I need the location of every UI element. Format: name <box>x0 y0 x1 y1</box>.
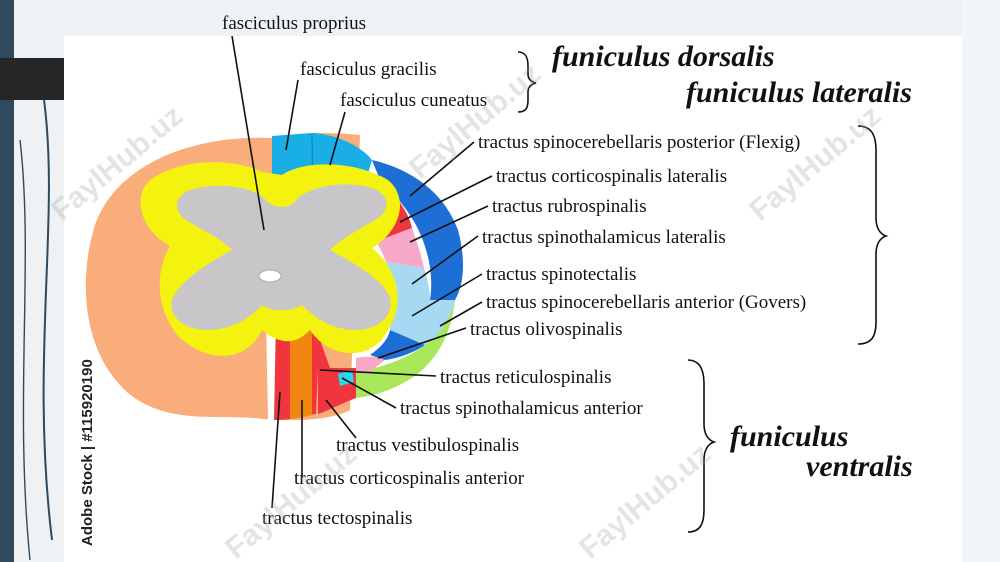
label-reticulospinalis: tractus reticulospinalis <box>440 367 611 388</box>
label-vestibulospinalis: tractus vestibulospinalis <box>336 435 519 456</box>
label-spinothalamicus-anterior: tractus spinothalamicus anterior <box>400 398 643 419</box>
olivospinalis-region <box>356 356 385 372</box>
label-rubrospinalis: tractus rubrospinalis <box>492 196 647 217</box>
anterior-median-fissure <box>266 318 276 420</box>
label-spinocerebellaris-anterior: tractus spinocerebellaris anterior (Gove… <box>486 292 806 313</box>
stock-watermark: Adobe Stock | #115920190 <box>79 359 96 546</box>
decor-line-2 <box>19 139 31 561</box>
brace-dorsalis <box>517 51 537 113</box>
leader-tectospinalis <box>271 391 281 509</box>
leader-fasciculus-proprius <box>231 35 265 231</box>
slide-dark-block <box>0 58 64 100</box>
brace-lateralis <box>857 125 889 345</box>
leader-rubrospinalis <box>409 205 489 243</box>
label-spinothalamicus-lateralis: tractus spinothalamicus lateralis <box>482 227 726 248</box>
central-canal <box>258 269 282 283</box>
label-corticospinalis-lateralis: tractus corticospinalis lateralis <box>496 166 727 187</box>
label-fasciculus-cuneatus: fasciculus cuneatus <box>340 90 487 111</box>
label-fasciculus-proprius: fasciculus proprius <box>222 13 366 34</box>
decor-line-1 <box>42 99 53 541</box>
leader-spinothalamicus-anterior <box>341 377 397 409</box>
leader-vestibulospinalis <box>325 399 357 439</box>
slide-right-band <box>962 0 1000 562</box>
watermark-3: FaylHub.uz <box>743 99 887 227</box>
corticospinalis-anterior-region <box>290 330 316 419</box>
leader-spinocerebellaris-anterior <box>439 301 483 327</box>
leader-corticospinalis-lateralis <box>399 175 493 223</box>
vestibulospinalis-region <box>312 330 330 414</box>
rubrospinalis-region <box>350 200 424 268</box>
gray-matter <box>171 184 391 330</box>
group-funiculus-ventralis-line2: ventralis <box>806 450 913 483</box>
group-funiculus-ventralis-line1: funiculus <box>730 420 848 453</box>
spinotectalis-region <box>370 330 425 360</box>
label-spinotectalis: tractus spinotectalis <box>486 264 636 285</box>
leader-fasciculus-gracilis <box>285 79 299 151</box>
spinothalamicus-lateralis-region <box>386 262 455 345</box>
slide-side-strip <box>0 0 14 562</box>
label-olivospinalis: tractus olivospinalis <box>470 319 623 340</box>
watermark-5: FaylHub.uz <box>573 437 717 562</box>
watermark-4: FaylHub.uz <box>219 437 363 562</box>
leader-spinothalamicus-lateralis <box>411 235 479 285</box>
label-spinocerebellaris-posterior: tractus spinocerebellaris posterior (Fle… <box>478 132 800 153</box>
leader-spinocerebellaris-posterior <box>409 141 475 197</box>
label-tectospinalis: tractus tectospinalis <box>262 508 412 529</box>
leader-fasciculus-cuneatus <box>329 111 346 166</box>
tectospinalis-region <box>272 330 290 420</box>
group-funiculus-dorsalis: funiculus dorsalis <box>552 40 775 73</box>
group-funiculus-lateralis: funiculus lateralis <box>686 76 912 109</box>
leader-reticulospinalis <box>319 369 437 377</box>
leader-spinotectalis <box>411 273 483 317</box>
leader-olivospinalis <box>377 327 467 359</box>
brace-ventralis <box>687 359 717 533</box>
label-fasciculus-gracilis: fasciculus gracilis <box>300 59 437 80</box>
label-corticospinalis-anterior: tractus corticospinalis anterior <box>294 468 525 489</box>
